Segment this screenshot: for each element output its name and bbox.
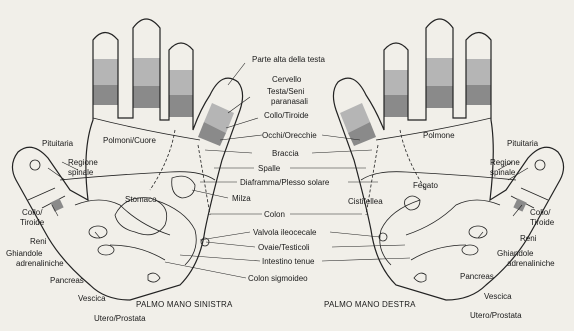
label-ovaie: Ovaie/Testicoli xyxy=(258,243,310,252)
left-label-pancreas: Pancreas xyxy=(50,276,84,285)
left-label-reni: Reni xyxy=(30,237,47,246)
right-hand-labels: Polmone Pituitaria Regione spinale Fegat… xyxy=(324,131,555,320)
label-occhi-orecchie: Occhi/Orecchie xyxy=(262,131,317,140)
right-label-pituitaria: Pituitaria xyxy=(507,139,539,148)
label-intestino: Intestino tenue xyxy=(262,257,315,266)
label-parte-alta: Parte alta della testa xyxy=(252,55,325,64)
right-label-regione-1: Regione xyxy=(490,158,520,167)
label-testa-seni: Testa/Seni xyxy=(267,87,305,96)
left-pituitary-dot xyxy=(30,160,40,170)
right-label-polmone: Polmone xyxy=(423,131,455,140)
right-label-reni: Reni xyxy=(520,234,537,243)
label-valvola: Valvola ileocecale xyxy=(253,228,317,237)
left-label-stomaco: Stomaco xyxy=(125,195,157,204)
left-label-regione-2: spinale xyxy=(68,168,94,177)
center-labels: Parte alta della testa Cervello Testa/Se… xyxy=(232,55,330,283)
right-label-regione-2: spinale xyxy=(490,168,516,177)
label-collo-tiroide: Collo/Tiroide xyxy=(264,111,309,120)
right-label-utero: Utero/Prostata xyxy=(470,311,522,320)
right-label-ghiandole-2: adrenaliniche xyxy=(507,259,555,268)
left-label-collo-2: Tiroide xyxy=(20,218,45,227)
label-diaframma: Diaframma/Plesso solare xyxy=(240,178,330,187)
left-label-ghiandole-1: Ghiandole xyxy=(6,249,43,258)
right-label-collo-1: Collo/ xyxy=(530,208,551,217)
left-finger-bands xyxy=(93,58,234,146)
right-hand-caption: PALMO MANO DESTRA xyxy=(324,300,416,309)
label-milza: Milza xyxy=(232,194,251,203)
left-label-collo-1: Collo/ xyxy=(22,208,43,217)
right-label-ghiandole-1: Ghiandole xyxy=(497,249,534,258)
right-pituitary-dot xyxy=(535,160,545,170)
right-label-pancreas: Pancreas xyxy=(460,272,494,281)
right-finger-bands xyxy=(340,58,491,146)
left-label-vescica: Vescica xyxy=(78,294,106,303)
left-hand-outline xyxy=(12,19,242,300)
left-label-pituitaria: Pituitaria xyxy=(42,139,74,148)
label-paranasali: paranasali xyxy=(271,97,308,106)
label-cervello: Cervello xyxy=(272,75,302,84)
left-label-ghiandole-2: adrenaliniche xyxy=(16,259,64,268)
right-label-cistifellea: Cistifellea xyxy=(348,197,383,206)
left-label-polmoni: Polmoni/Cuore xyxy=(103,136,156,145)
label-spalle: Spalle xyxy=(258,164,281,173)
right-label-fegato: Fegato xyxy=(413,181,438,190)
label-braccia: Braccia xyxy=(272,149,299,158)
left-hand xyxy=(12,19,242,300)
left-label-regione-1: Regione xyxy=(68,158,98,167)
right-label-vescica: Vescica xyxy=(484,292,512,301)
left-hand-caption: PALMO MANO SINISTRA xyxy=(136,300,233,309)
left-label-utero: Utero/Prostata xyxy=(94,314,146,323)
label-colon: Colon xyxy=(264,210,285,219)
label-colon-sigmoideo: Colon sigmoideo xyxy=(248,274,308,283)
right-label-collo-2: Tiroide xyxy=(530,218,555,227)
